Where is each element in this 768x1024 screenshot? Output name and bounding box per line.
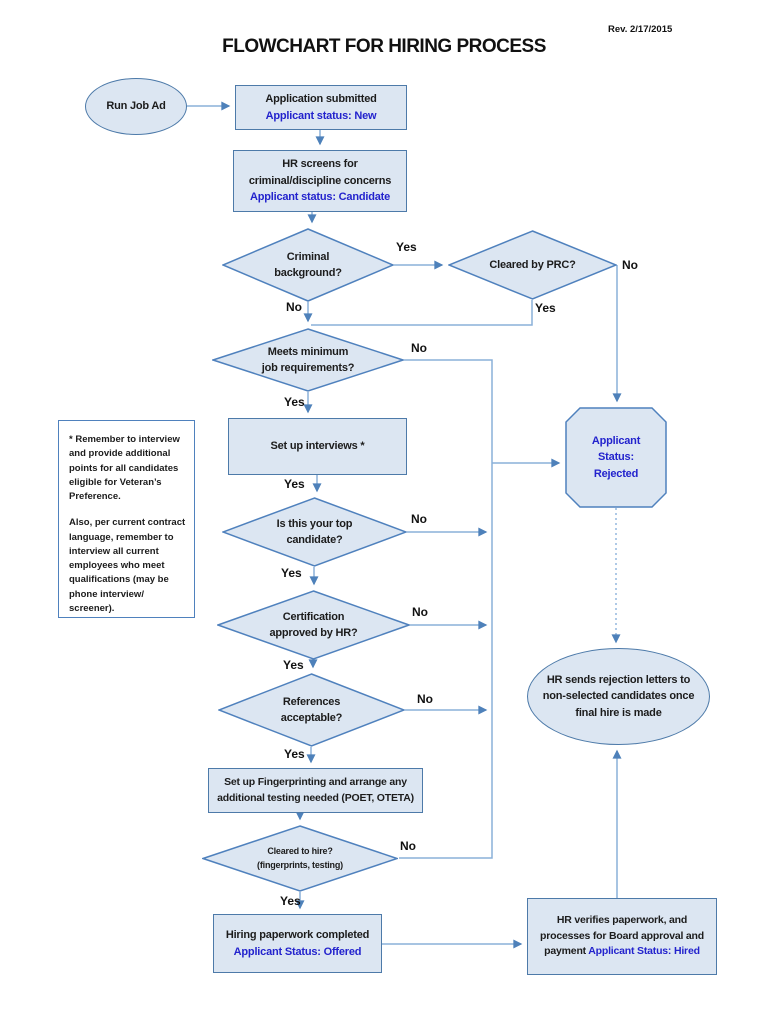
meets-minimum-diamond: Meets minimum job requirements?: [212, 328, 404, 392]
edge-label-yes-interviews: Yes: [284, 477, 305, 491]
fingerprinting-box: Set up Fingerprinting and arrange any ad…: [208, 768, 423, 813]
run-job-ad-ellipse: Run Job Ad: [85, 78, 187, 135]
diamond-shape: [218, 673, 405, 747]
set-up-interviews-box: Set up interviews *: [228, 418, 407, 475]
edge-label-yes-meets-minimum: Yes: [284, 395, 305, 409]
diamond-shape: [222, 228, 394, 302]
diamond-shape: [217, 590, 410, 660]
hrscreens-status: Applicant status: Candidate: [249, 191, 391, 204]
rejection-letters-ellipse: HR sends rejection letters to non-select…: [527, 648, 710, 745]
cleared-to-hire-diamond: Cleared to hire? (fingerprints, testing): [202, 825, 398, 892]
revision-date: Rev. 2/17/2015: [608, 24, 673, 35]
criminal-background-diamond: Criminal background?: [222, 228, 394, 302]
veterans-note-box: * Remember to interview and provide addi…: [58, 420, 195, 618]
edge-label-no-cleared-to-hire: No: [400, 839, 416, 853]
certification-diamond: Certification approved by HR?: [217, 590, 410, 660]
rejected-octagon: Applicant Status: Rejected: [565, 407, 667, 508]
page-title: FLOWCHART FOR HIRING PROCESS: [222, 36, 546, 57]
hiring-paperwork-box: Hiring paperwork completed Applicant Sta…: [213, 914, 382, 973]
edge-label-no-top-candidate: No: [411, 512, 427, 526]
application-status: Applicant status: New: [265, 109, 377, 122]
edge-label-yes-criminal-prc: Yes: [396, 240, 417, 254]
hr-verifies-box: HR verifies paperwork, and processes for…: [527, 898, 717, 975]
hr-screens-box: HR screens for criminal/discipline conce…: [233, 150, 407, 212]
edge-label-yes-certification: Yes: [283, 658, 304, 672]
application-submitted-box: Application submitted Applicant status: …: [235, 85, 407, 130]
edge-label-yes-top-candidate: Yes: [281, 566, 302, 580]
hrverifies-status: payment Applicant Status: Hired: [544, 945, 700, 958]
paperwork-status: Applicant Status: Offered: [233, 945, 362, 958]
connector-no-collector-line: [399, 359, 493, 859]
octagon-shape: [565, 407, 667, 508]
edge-label-no-references: No: [417, 692, 433, 706]
edge-label-no-meets-minimum: No: [411, 341, 427, 355]
diamond-shape: [448, 230, 617, 300]
diamond-shape: [202, 825, 398, 892]
note-paragraph-1: * Remember to interview and provide addi…: [69, 434, 180, 502]
edge-label-yes-cleared-to-hire: Yes: [280, 894, 301, 908]
edge-label-no-certification: No: [412, 605, 428, 619]
note-paragraph-2: Also, per current contract language, rem…: [69, 517, 186, 614]
references-diamond: References acceptable?: [218, 673, 405, 747]
diamond-shape: [212, 328, 404, 392]
application-line1: Application submitted: [265, 93, 377, 105]
top-candidate-diamond: Is this your top candidate?: [222, 497, 407, 567]
cleared-by-prc-diamond: Cleared by PRC?: [448, 230, 617, 300]
diamond-shape: [222, 497, 407, 567]
connector-prc-yes-return: [311, 300, 533, 326]
hrscreens-line1: HR screens for: [282, 158, 358, 171]
edge-label-no-criminal: No: [286, 300, 302, 314]
hrscreens-line2: criminal/discipline concerns: [248, 174, 392, 187]
edge-label-yes-references: Yes: [284, 747, 305, 761]
edge-label-yes-prc: Yes: [535, 301, 556, 315]
edge-label-no-prc: No: [622, 258, 638, 272]
